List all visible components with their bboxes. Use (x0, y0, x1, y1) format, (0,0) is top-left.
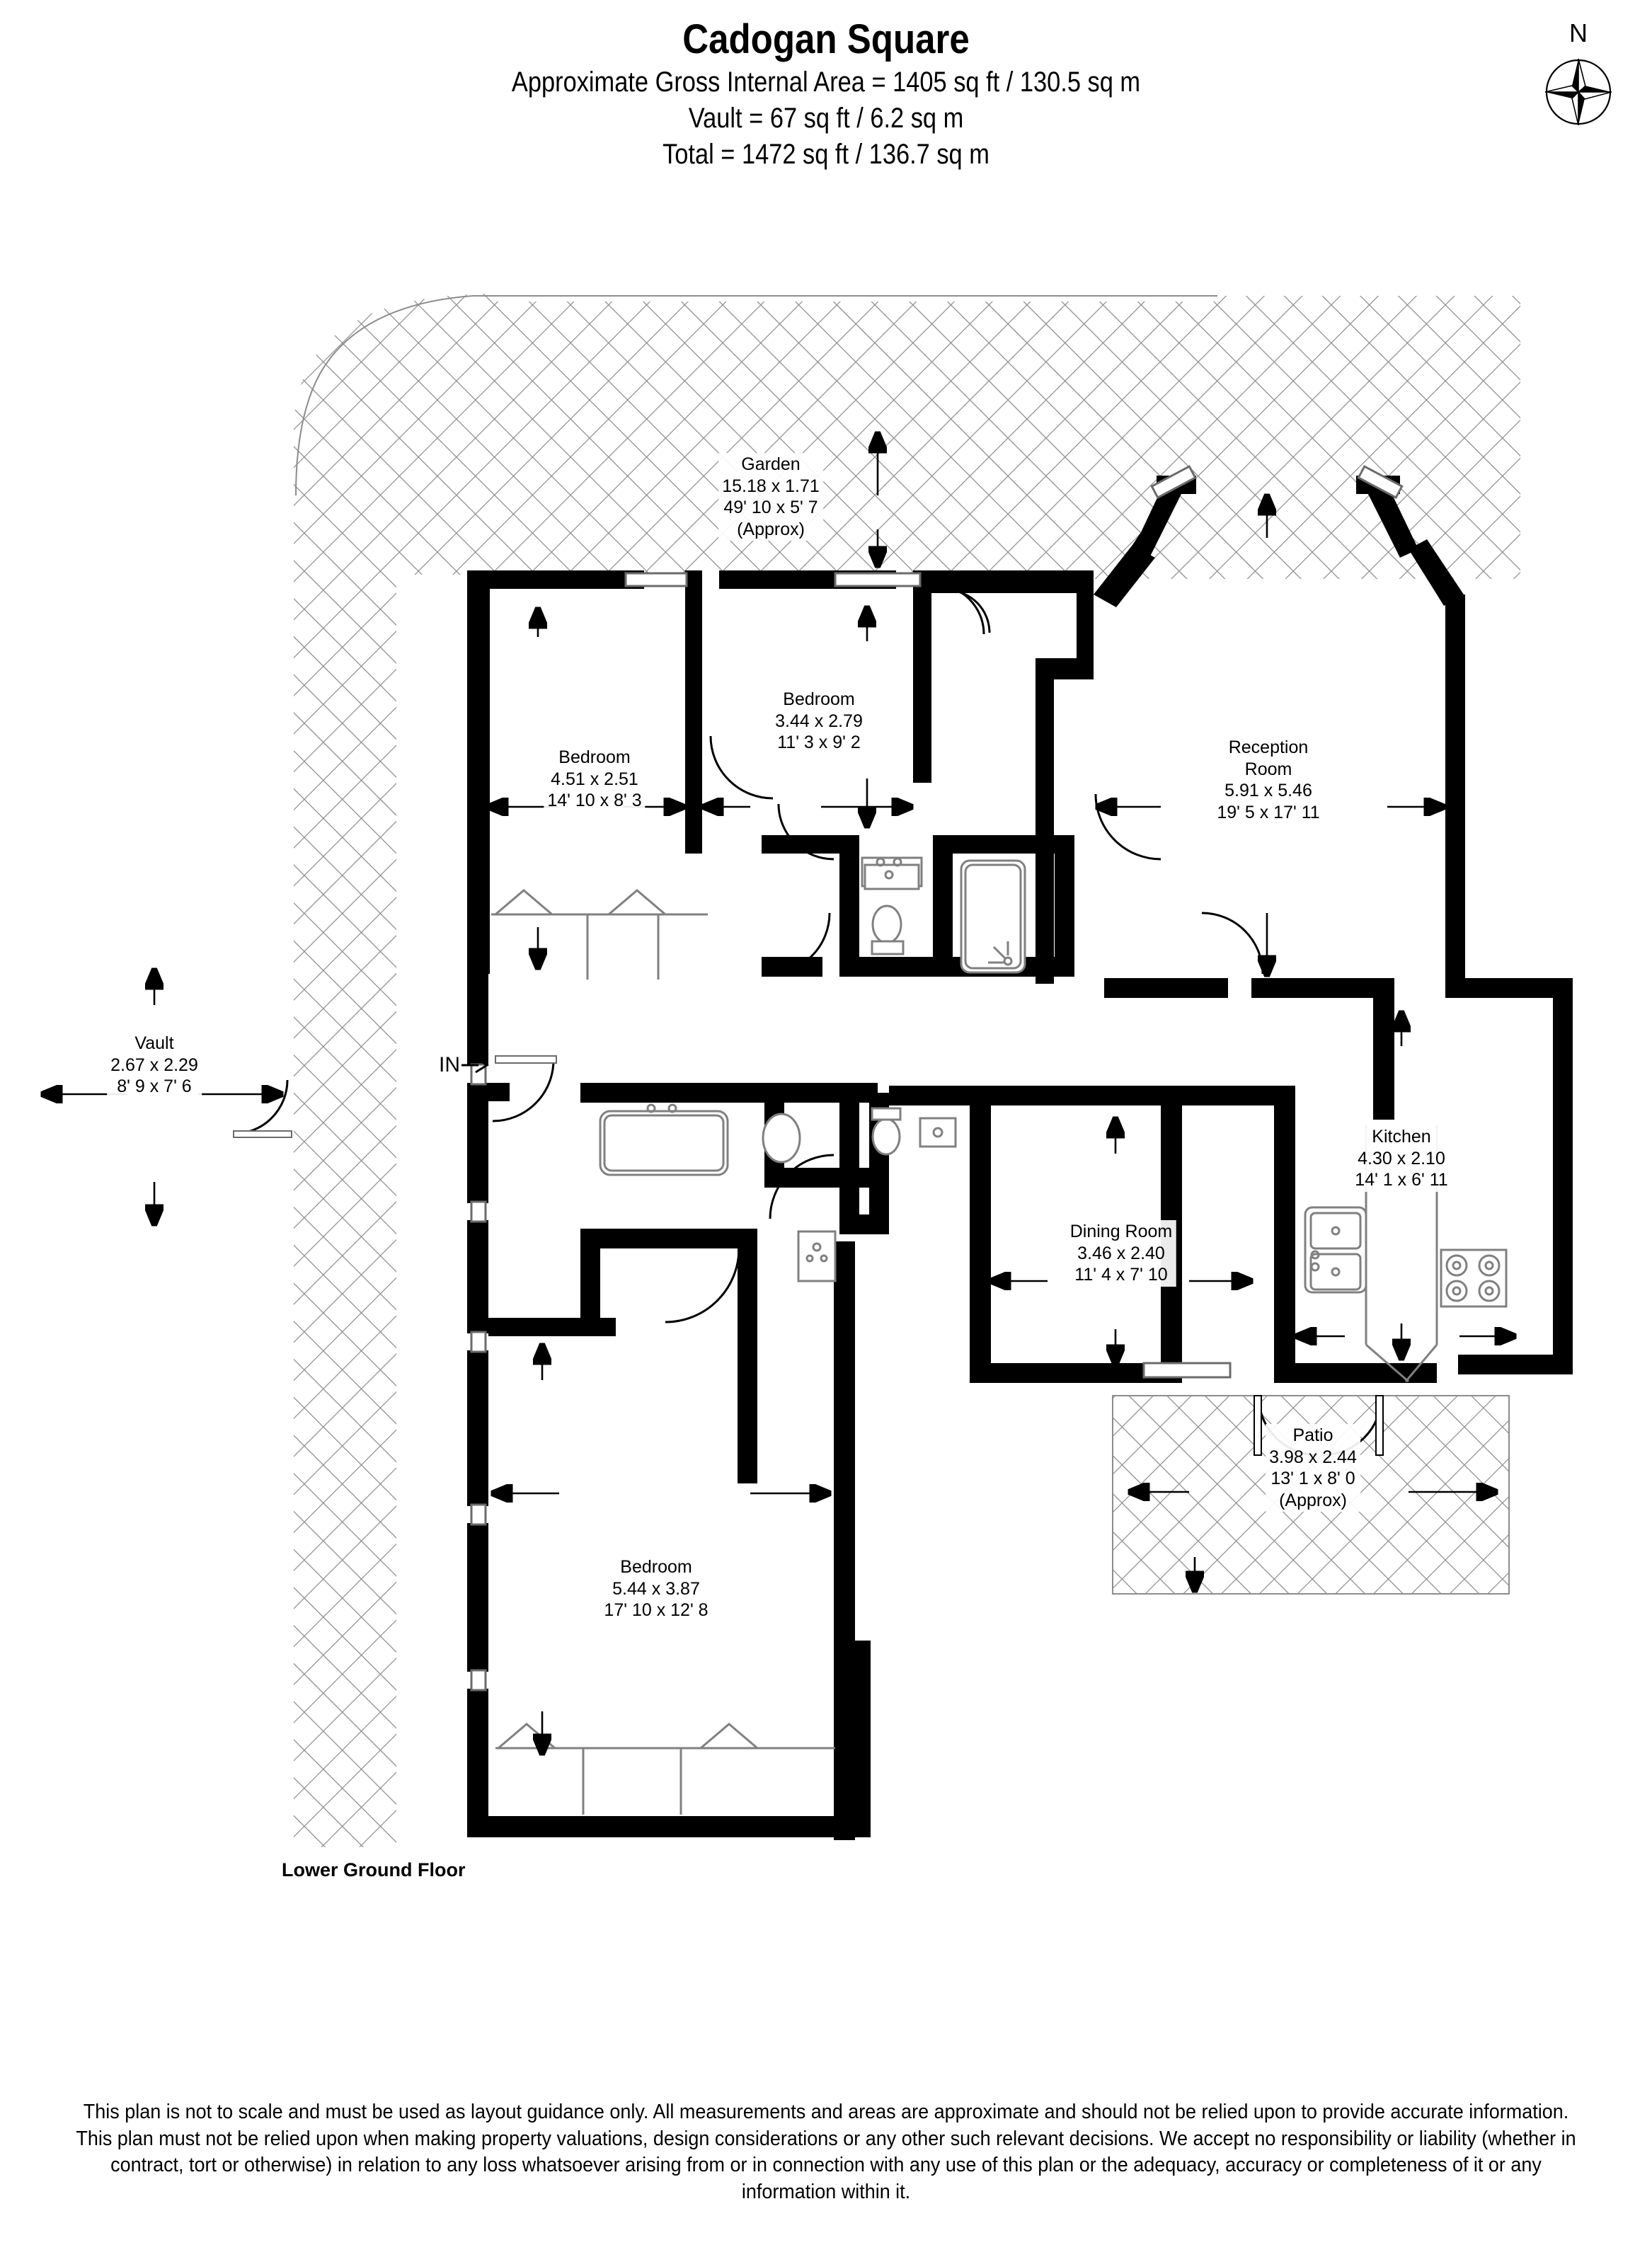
entrance-label: IN (439, 1053, 460, 1076)
room-label-kitchen: Kitchen 4.30 x 2.10 14' 1 x 6' 11 (1351, 1125, 1452, 1192)
room-label-bedroom-2: Bedroom 3.44 x 2.79 11' 3 x 9' 2 (771, 688, 866, 754)
area-line-3: Total = 1472 sq ft / 136.7 sq m (662, 139, 990, 171)
garden-corner (295, 295, 1217, 496)
disclaimer-text: This plan is not to scale and must be us… (76, 2101, 1576, 2204)
room-label-bedroom-1: Bedroom 4.51 x 2.51 14' 10 x 8' 3 (544, 746, 646, 812)
dimension-arrows (42, 433, 1515, 1754)
room-label-vault: Vault 2.67 x 2.29 8' 9 x 7' 6 (107, 1032, 202, 1098)
compass-rose: N (1536, 18, 1621, 132)
windows (470, 464, 1404, 1692)
area-line-2: Vault = 67 sq ft / 6.2 sq m (688, 103, 964, 134)
room-label-bedroom-3: Bedroom 5.44 x 3.87 17' 10 x 12' 8 (600, 1556, 712, 1622)
floorplan-drawing (0, 294, 1573, 1847)
plan-header: Cadogan Square Approximate Gross Interna… (0, 0, 1652, 172)
fixtures (491, 856, 1508, 1815)
garden-left-strip (296, 495, 395, 1840)
floor-label: Lower Ground Floor (282, 1859, 466, 1880)
compass-north-label: N (1569, 18, 1588, 47)
room-label-dining-room: Dining Room 3.46 x 2.40 11' 4 x 7' 10 (1066, 1220, 1176, 1287)
room-label-patio: Patio 3.98 x 2.44 13' 1 x 8' 0 (Approx) (1266, 1424, 1360, 1512)
garden-right (1217, 296, 1520, 579)
room-label-reception-room: Reception Room 5.91 x 5.46 19' 5 x 17' 1… (1213, 736, 1324, 824)
entrance-marker: IN (439, 1053, 490, 1077)
arrow-right-icon (461, 1057, 489, 1074)
room-label-garden: Garden 15.18 x 1.71 49' 10 x 5' 7 (Appro… (718, 453, 823, 541)
area-line-1: Approximate Gross Internal Area = 1405 s… (511, 67, 1141, 98)
compass-rose-icon (1544, 58, 1612, 126)
wall-structure (467, 476, 1573, 1840)
page-title: Cadogan Square (682, 16, 970, 62)
